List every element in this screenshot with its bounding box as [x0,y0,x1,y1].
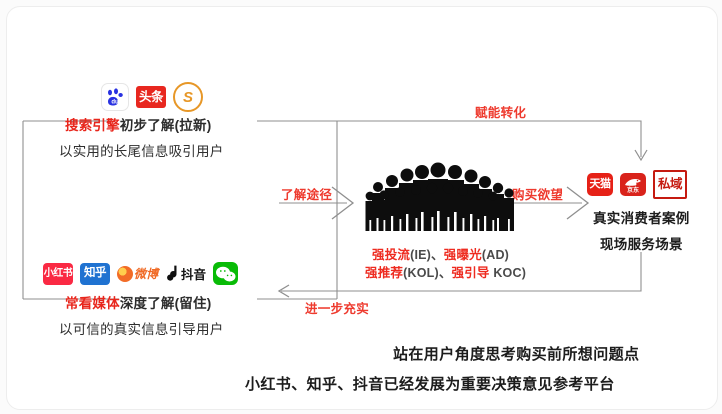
tmall-logo: 天猫 [587,173,613,196]
jd-logo-label: 京东 [626,188,639,194]
media-title: 常看媒体深度了解(留住) [65,292,211,312]
zhihu-logo: 知乎 [80,262,110,285]
ecommerce-logo-row: 天猫 京东 私域 [587,170,687,199]
crowd-tactics-en-1: (IE)、 [410,248,444,262]
crowd-tactics-en-4: KOC) [489,266,527,280]
crowd-tactics-cn-3: 强推荐 [365,266,404,280]
baidu-logo: du [101,83,129,111]
media-title-highlight: 常看媒体 [65,296,120,311]
toutiao-logo: 头条 [136,86,166,108]
weibo-logo: 微博 [117,265,158,282]
music-note-icon [167,265,177,281]
crowd-tactics-en-3: (KOL)、 [403,266,452,280]
purchase-desire-label: 购买欲望 [512,188,564,202]
crowd-tactics-cn-1: 强投流 [372,248,411,262]
sogou-logo: S [173,82,203,112]
svg-text:du: du [111,100,119,106]
crowd-tactics-cn-4: 强引导 [451,266,490,280]
further-enrich-label: 进一步充实 [305,302,370,316]
wechat-bubbles-icon [215,266,236,281]
tmall-logo-label: 天猫 [589,178,612,190]
crowd-tactics-line-2: 强推荐(KOL)、强引导 KOC) [365,262,526,281]
understand-path-label: 了解途径 [281,188,333,202]
xiaohongshu-logo-label: 小红书 [43,267,73,279]
douyin-logo-label: 抖音 [181,268,207,282]
crowd-tactics-cn-2: 强曝光 [443,248,482,262]
search-engine-title: 搜索引擎初步了解(拉新) [65,114,211,134]
siyu-logo-label: 私域 [657,177,683,192]
search-engine-logo-row: du 头条 S [101,82,203,112]
right-block-line-1: 真实消费者案例 [593,211,690,226]
media-subtitle: 以可信的真实信息引导用户 [59,322,224,337]
right-block-line-2: 现场服务场景 [600,237,683,252]
jd-logo: 京东 [620,173,646,196]
search-engine-title-highlight: 搜索引擎 [65,118,120,133]
wechat-logo [213,262,239,285]
footer-line-1: 站在用户角度思考购买前所想问题点 [393,346,640,363]
sogou-logo-label: S [182,88,193,106]
crowd-tactics-en-2: (AD) [481,248,510,262]
toutiao-logo-label: 头条 [138,89,164,104]
media-title-rest: 深度了解(留住) [119,296,212,311]
media-logo-row: 小红书 知乎 微博 抖音 [43,262,239,285]
douyin-note-icon [165,265,179,282]
zhihu-logo-label: 知乎 [84,266,107,279]
siyu-logo: 私域 [653,170,687,199]
weibo-eye-icon [117,265,133,282]
diagram-card: du 头条 S 搜索引擎初步了解(拉新) 以实用的长尾信息吸引用户 小红书 知乎 [6,6,718,410]
douyin-logo: 抖音 [165,264,206,283]
footer-line-2: 小红书、知乎、抖音已经发展为重要决策意见参考平台 [245,376,615,393]
diagram-stage: du 头条 S 搜索引擎初步了解(拉新) 以实用的长尾信息吸引用户 小红书 知乎 [7,7,717,409]
crowd-silhouette [362,162,522,239]
weibo-logo-label: 微博 [134,267,159,281]
crowd-icon [365,162,514,231]
xiaohongshu-logo: 小红书 [43,262,73,285]
jd-dog-icon [625,179,641,186]
baidu-paw-icon: du [108,88,123,106]
search-engine-title-rest: 初步了解(拉新) [119,118,212,133]
crowd-tactics-line-1: 强投流(IE)、强曝光(AD) [372,244,509,263]
search-engine-subtitle: 以实用的长尾信息吸引用户 [59,144,224,159]
empower-conversion-label: 赋能转化 [475,106,527,120]
